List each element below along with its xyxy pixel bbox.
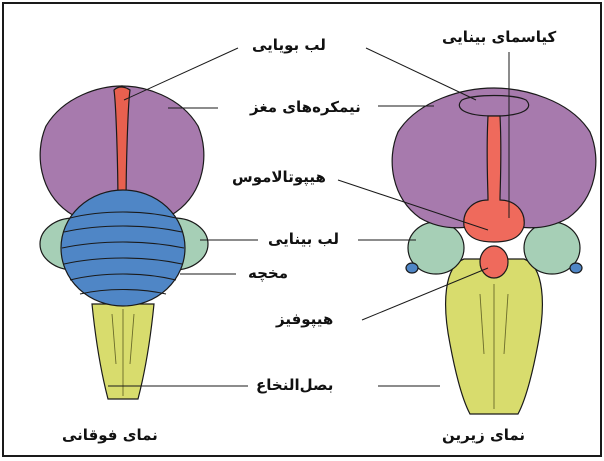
bottom-view-brain (392, 88, 596, 414)
label-hemispheres: نیمکره‌های مغز (250, 100, 361, 115)
label-hypothalamus: هیپوتالاموس (232, 170, 326, 185)
label-cerebellum: مخچه (248, 266, 288, 281)
label-optic-chiasm: کیاسمای بینایی (442, 30, 556, 45)
label-olfactory-lobe: لب بویایی (252, 38, 326, 53)
label-optic-lobe: لب بینایی (268, 232, 339, 247)
label-bottom-view: نمای زیرین (442, 428, 525, 443)
label-top-view: نمای فوقانی (62, 428, 158, 443)
top-view-brain (40, 86, 208, 399)
label-medulla: بصل‌النخاع (256, 378, 333, 393)
top-cerebellum (61, 190, 185, 306)
bottom-hypophysis (480, 246, 508, 278)
label-hypophysis: هیپوفیز (276, 312, 333, 327)
